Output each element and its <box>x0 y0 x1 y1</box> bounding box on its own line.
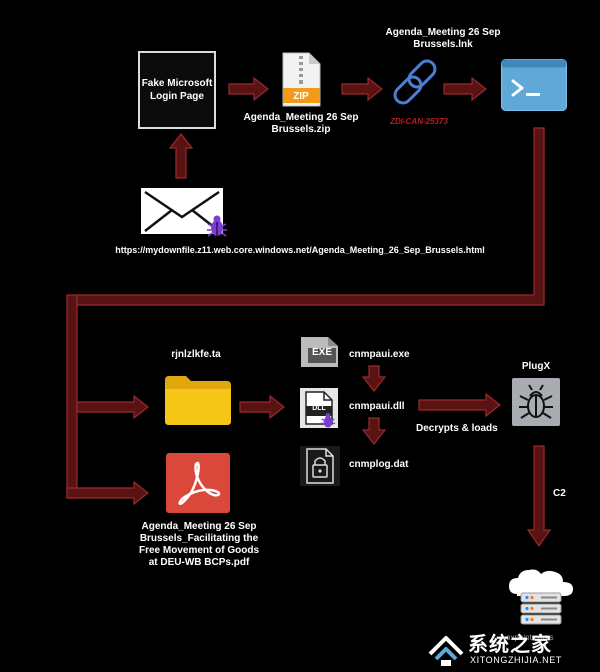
arrow-plugx-to-c2 <box>526 445 552 548</box>
folder-label: rjnlzlkfe.ta <box>171 349 221 360</box>
fake-login-label: Fake Microsoft Login Page <box>141 78 213 102</box>
exe-badge-label: EXE <box>311 347 332 358</box>
fake-login-page-box: Fake Microsoft Login Page <box>138 51 216 129</box>
plugx-bug-icon <box>512 378 560 426</box>
pdf-file-icon <box>166 453 230 513</box>
dat-file-label: cnmplog.dat <box>349 459 409 470</box>
exe-file-icon <box>301 337 338 367</box>
arrow-folder-to-dll <box>239 394 285 420</box>
arrow-dll-to-dat <box>361 417 387 445</box>
arrow-trunk-to-pdf <box>66 480 149 506</box>
arrow-lnk-to-terminal <box>443 76 487 102</box>
dll-file-icon <box>300 388 338 428</box>
watermark-behind-text: oxpoint.cores <box>506 633 554 642</box>
watermark-logo-icon <box>428 636 464 666</box>
arrow-trunk-to-folder <box>76 394 149 420</box>
dll-bug-icon <box>320 413 336 428</box>
decrypts-loads-label: Decrypts & loads <box>416 423 498 434</box>
dll-badge-label: DLL <box>312 405 326 412</box>
zip-file-icon <box>282 52 321 107</box>
phishing-url-label: https://mydownfile.z11.web.core.windows.… <box>115 245 485 255</box>
lnk-file-label: Agenda_Meeting 26 Sep Brussels.lnk <box>385 27 501 50</box>
watermark-url: XITONGZHIJIA.NET <box>470 655 562 665</box>
cve-label: ZDI-CAN-25373 <box>390 117 448 126</box>
arrow-email-to-login <box>168 133 194 179</box>
dll-file-label: cnmpaui.dll <box>349 401 405 412</box>
arrow-login-to-zip <box>228 76 269 102</box>
c2-label: C2 <box>553 488 566 499</box>
arrow-zip-to-lnk <box>341 76 383 102</box>
exe-file-label: cnmpaui.exe <box>349 349 410 360</box>
plugx-label: PlugX <box>521 361 551 372</box>
pdf-file-label: Agenda_Meeting 26 Sep Brussels_Facilitat… <box>138 521 259 568</box>
dat-lock-file-icon <box>300 446 340 486</box>
arrow-dll-to-plugx <box>418 392 501 418</box>
watermark-text: 系统之家 <box>468 634 552 656</box>
chain-link-icon <box>393 59 437 105</box>
cloud-server-icon <box>509 569 573 625</box>
connector-left-trunk <box>66 294 78 499</box>
email-envelope-icon <box>141 188 223 234</box>
zip-file-label: Agenda_Meeting 26 Sep Brussels.zip <box>243 112 359 135</box>
zip-badge-label: ZIP <box>293 91 309 102</box>
folder-icon <box>165 376 231 425</box>
terminal-icon <box>501 59 567 111</box>
arrow-exe-to-dll <box>361 365 387 392</box>
malware-bug-icon <box>207 215 227 237</box>
